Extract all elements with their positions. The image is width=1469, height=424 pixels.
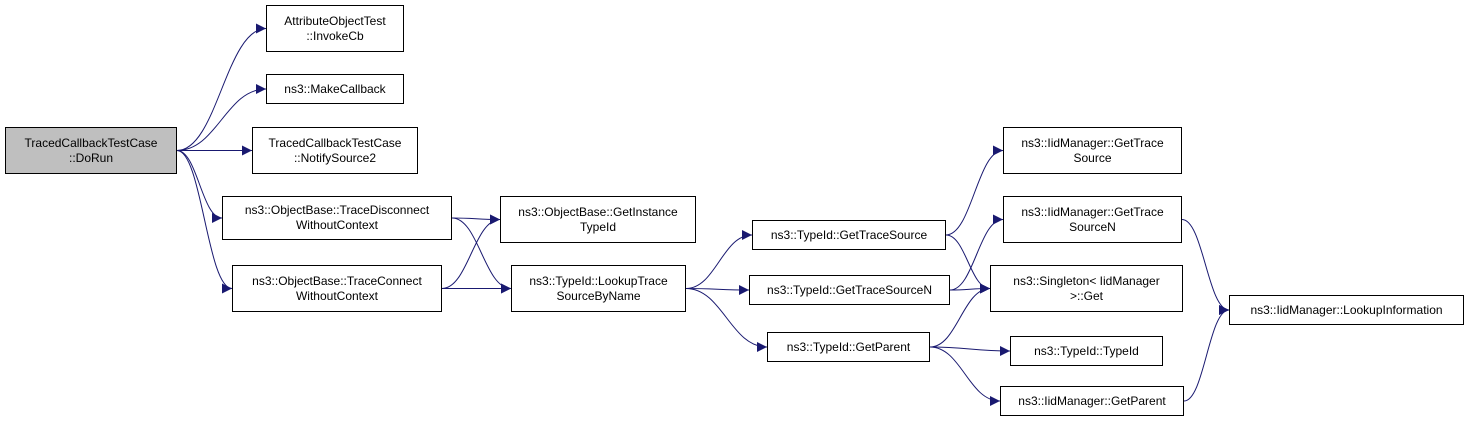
node-label-line: ns3::IidManager::GetTrace xyxy=(1021,204,1164,219)
node-label-line: ns3::TypeId::LookupTrace xyxy=(529,273,668,288)
node-label-line: AttributeObjectTest xyxy=(284,13,386,28)
node-label-line: ns3::MakeCallback xyxy=(284,81,386,96)
edge-tracedisconnect-to-getinstancetypeid xyxy=(451,214,501,225)
node-label-line: SourceN xyxy=(1069,219,1116,234)
edge-dorun-to-makecallback xyxy=(176,84,267,151)
node-label-line: ns3::IidManager::GetParent xyxy=(1018,393,1166,408)
edge-lookuptracesource-to-gettracesourcen xyxy=(685,284,750,295)
node-invokecb[interactable]: AttributeObjectTest::InvokeCb xyxy=(266,5,404,52)
node-label-line: ::DoRun xyxy=(68,150,114,165)
node-label-line: TracedCallbackTestCase xyxy=(24,135,158,150)
node-label-line: ::NotifySource2 xyxy=(293,150,377,165)
edge-traceconnect-to-getinstancetypeid xyxy=(441,214,501,289)
node-label-line: ns3::TypeId::TypeId xyxy=(1034,343,1139,358)
edge-dorun-to-traceconnect xyxy=(176,150,233,294)
node-label-line: ns3::ObjectBase::TraceDisconnect xyxy=(244,203,430,217)
node-iid_getparent[interactable]: ns3::IidManager::GetParent xyxy=(1000,386,1184,416)
node-label-line: WithoutContext xyxy=(295,218,379,232)
node-typeid_ctor[interactable]: ns3::TypeId::TypeId xyxy=(1010,336,1163,366)
edge-iid_gettracesourcen-to-iid_lookupinfo xyxy=(1181,219,1230,315)
edge-getparent-to-iid_getparent xyxy=(929,346,1001,406)
node-label-line: ns3::TypeId::GetParent xyxy=(786,339,911,354)
node-label-line: ns3::TypeId::GetTraceSource xyxy=(770,227,928,242)
node-label-line: TypeId xyxy=(579,219,617,234)
node-label-line: >::Get xyxy=(1069,288,1104,303)
edge-gettracesource-to-singleton_get xyxy=(945,234,991,294)
edge-dorun-to-tracedisconnect xyxy=(176,150,223,223)
node-gettracesource[interactable]: ns3::TypeId::GetTraceSource xyxy=(752,220,946,250)
node-label-line: SourceByName xyxy=(556,288,641,303)
edge-dorun-to-invokecb xyxy=(176,23,267,151)
edge-iid_getparent-to-iid_lookupinfo xyxy=(1183,305,1230,402)
edge-gettracesourcen-to-iid_gettracesourcen xyxy=(949,214,1004,291)
node-label-line: ns3::ObjectBase::GetInstance xyxy=(518,204,678,219)
edge-getparent-to-singleton_get xyxy=(929,283,991,348)
call-edges xyxy=(176,23,1230,406)
edge-getparent-to-typeid_ctor xyxy=(929,345,1011,356)
node-label-line: WithoutContext xyxy=(295,288,379,303)
node-notifysource2[interactable]: TracedCallbackTestCase::NotifySource2 xyxy=(252,127,418,174)
node-label-line: TracedCallbackTestCase xyxy=(268,135,402,150)
node-label-line: ns3::IidManager::GetTrace xyxy=(1021,135,1164,150)
node-label-line: ::InvokeCb xyxy=(306,28,364,43)
node-label-line: ns3::IidManager::LookupInformation xyxy=(1250,302,1443,317)
node-label-line: ns3::ObjectBase::TraceConnect xyxy=(252,273,422,288)
edge-lookuptracesource-to-gettracesource xyxy=(685,230,753,289)
node-makecallback[interactable]: ns3::MakeCallback xyxy=(266,74,404,104)
node-getparent[interactable]: ns3::TypeId::GetParent xyxy=(767,332,930,362)
node-dorun[interactable]: TracedCallbackTestCase::DoRun xyxy=(5,127,177,174)
node-label-line: ns3::TypeId::GetTraceSourceN xyxy=(767,282,932,297)
node-iid_lookupinfo[interactable]: ns3::IidManager::LookupInformation xyxy=(1229,295,1464,325)
edge-gettracesource-to-iid_gettracesource xyxy=(945,145,1004,236)
edge-lookuptracesource-to-getparent xyxy=(685,288,768,352)
node-gettracesourcen[interactable]: ns3::TypeId::GetTraceSourceN xyxy=(749,275,950,305)
node-label-line: Source xyxy=(1073,150,1112,165)
node-label-line: ns3::Singleton< IidManager xyxy=(1013,273,1160,288)
node-singleton_get[interactable]: ns3::Singleton< IidManager>::Get xyxy=(990,265,1183,312)
